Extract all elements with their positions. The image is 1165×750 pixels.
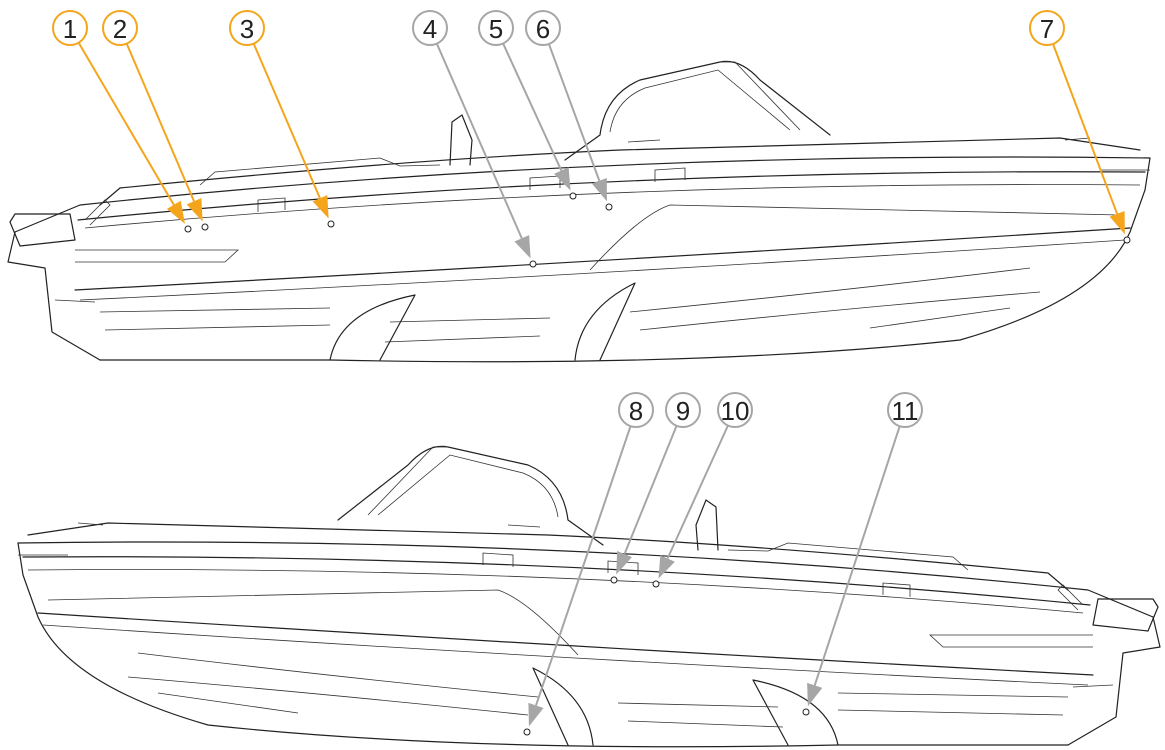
callout-number: 4 [423, 14, 437, 44]
callout-4: 4 [412, 10, 537, 268]
target-point [652, 580, 660, 588]
leader-line [125, 43, 195, 202]
arrow-head-icon [528, 702, 544, 727]
target-point [327, 220, 335, 228]
target-point [1123, 236, 1131, 244]
leader-line [813, 425, 901, 686]
callout-number: 7 [1040, 14, 1054, 44]
arrow-head-icon [312, 195, 329, 219]
callout-circle [412, 10, 448, 46]
callout-number: 1 [63, 14, 77, 44]
leader-line [252, 43, 321, 199]
leader-line [502, 43, 563, 171]
callout-circle [665, 392, 701, 428]
leader-line [435, 43, 523, 239]
callout-8: 8 [523, 392, 654, 736]
arrow-head-icon [514, 235, 531, 259]
callout-number: 11 [892, 396, 919, 426]
callout-number: 2 [113, 14, 127, 44]
callouts-layer: 1 2 3 4 5 6 7 8 9 10 11 [52, 10, 1131, 736]
leader-line [623, 425, 678, 555]
callout-10: 10 [652, 392, 753, 588]
arrow-head-icon [591, 177, 607, 202]
target-point [184, 225, 192, 233]
leader-line [547, 43, 601, 182]
callout-circle [717, 392, 753, 428]
callout-6: 6 [525, 10, 613, 211]
callout-circle [102, 10, 138, 46]
callout-number: 3 [240, 14, 254, 44]
boat-port-view [17, 445, 1161, 748]
callout-number: 8 [629, 396, 643, 426]
callout-2: 2 [102, 10, 209, 231]
callout-3: 3 [229, 10, 335, 228]
callout-number: 5 [489, 14, 503, 44]
leader-line [666, 425, 729, 559]
callout-1: 1 [52, 10, 192, 233]
arrow-head-icon [554, 167, 571, 191]
callout-circle [478, 10, 514, 46]
arrow-head-icon [807, 682, 823, 707]
callout-circle [52, 10, 88, 46]
arrow-head-icon [1109, 210, 1125, 235]
target-point [523, 728, 531, 736]
target-point [201, 223, 209, 231]
callout-circle [618, 392, 654, 428]
callout-7: 7 [1029, 10, 1131, 244]
callout-circle [1029, 10, 1065, 46]
callout-9: 9 [610, 392, 701, 584]
arrow-head-icon [616, 551, 632, 575]
callout-5: 5 [478, 10, 577, 200]
target-point [529, 260, 537, 268]
callout-11: 11 [802, 392, 923, 716]
arrow-head-icon [166, 200, 185, 224]
target-point [569, 192, 577, 200]
callout-circle [229, 10, 265, 46]
target-point [802, 708, 810, 716]
callout-number: 9 [676, 396, 690, 426]
callout-number: 6 [536, 14, 550, 44]
arrow-head-icon [186, 198, 203, 222]
arrow-head-icon [658, 555, 675, 579]
target-point [610, 576, 618, 584]
leader-line [535, 425, 632, 706]
leader-line [1052, 43, 1119, 215]
callout-number: 10 [721, 396, 750, 426]
target-point [605, 203, 613, 211]
leader-line [77, 42, 175, 206]
callout-circle [887, 392, 923, 428]
callout-circle [525, 10, 561, 46]
